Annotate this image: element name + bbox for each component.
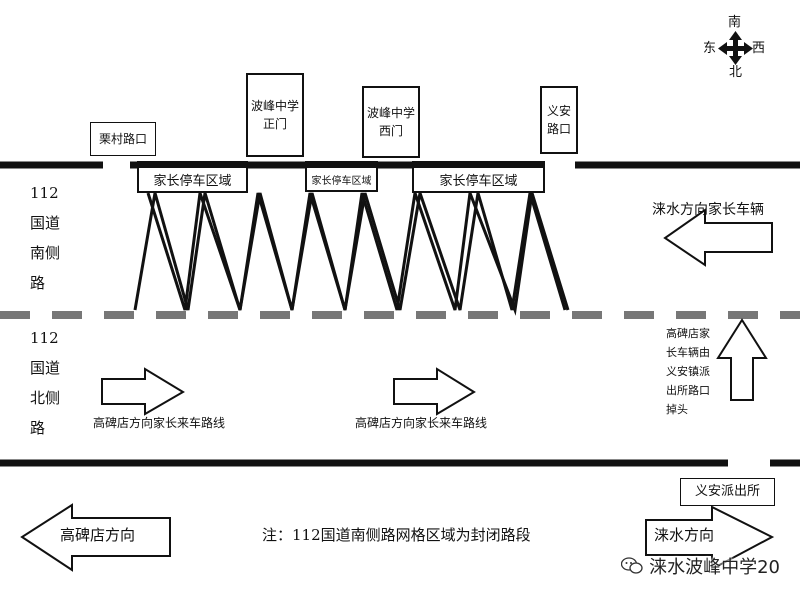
laishui-vehicle-arrow-icon: [663, 208, 773, 267]
compass-west-label: 西: [752, 41, 766, 56]
main-gate-label: 波峰中学 正门: [246, 73, 304, 157]
laishui-vehicles-label: 涞水方向家长车辆: [652, 202, 764, 218]
route-arrow-middle-icon: [393, 367, 476, 416]
south-side-road-label: 112 国道 南侧 路: [30, 184, 61, 292]
compass-north-label: 北: [729, 65, 743, 80]
parking-zone-middle: 家长停车区域: [305, 161, 378, 192]
route-label-left: 高碑店方向家长来车路线: [93, 416, 226, 430]
closed-zone-hatching: [146, 192, 567, 311]
laishui-direction-label: 涞水方向: [654, 526, 715, 544]
west-gate-label: 波峰中学 西门: [362, 86, 420, 158]
closed-zone-hatching: [133, 192, 570, 316]
gaobeidian-direction-arrow-icon: [20, 503, 171, 572]
laishui-direction-arrow-icon: [645, 505, 775, 571]
route-arrow-left-icon: [101, 367, 185, 416]
police-station-label: 义安派出所: [680, 478, 775, 506]
route-label-middle: 高碑店方向家长来车路线: [355, 416, 488, 430]
closed-section-note: 注：112国道南侧路网格区域为封闭路段: [262, 526, 531, 544]
compass-east-label: 东: [703, 41, 717, 56]
compass-south-label: 南: [728, 15, 742, 30]
uturn-arrow-icon: [716, 318, 768, 401]
parking-zone-right: 家长停车区域: [412, 161, 545, 193]
yian-crossing-label: 义安 路口: [540, 86, 578, 154]
chat-logo-icon: [621, 557, 643, 574]
watermark: 涞水波峰中学20: [621, 553, 780, 579]
gaobeidian-direction-label: 高碑店方向: [60, 526, 136, 544]
watermark-text: 涞水波峰中学20: [649, 557, 780, 578]
compass-cross-icon: [718, 31, 753, 65]
uturn-instruction-label: 高碑店家 长车辆由 义安镇派 出所路口 掉头: [666, 327, 710, 416]
licun-crossing-label: 栗村路口: [90, 122, 156, 156]
parking-zone-left: 家长停车区域: [137, 161, 248, 193]
north-side-road-label: 112 国道 北侧 路: [30, 329, 61, 437]
